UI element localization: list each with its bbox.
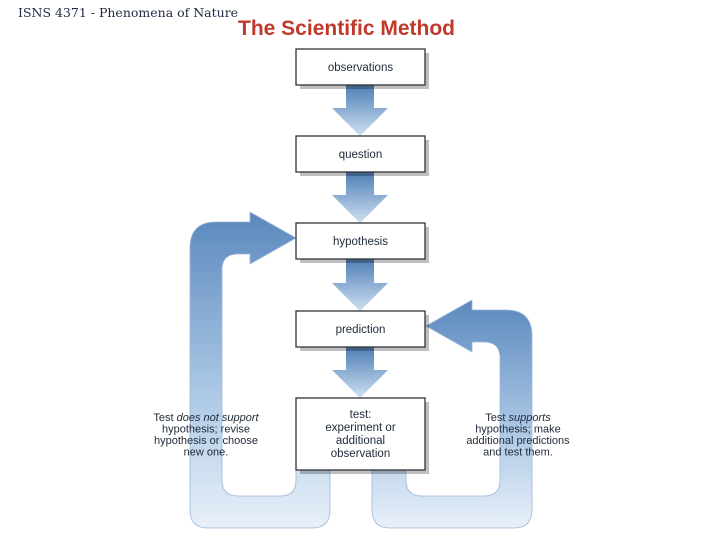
step-label: observations — [328, 62, 393, 74]
step-label: additional — [336, 435, 385, 447]
down-arrow — [332, 85, 388, 136]
step-hypothesis: hypothesis — [295, 222, 429, 263]
down-arrow — [332, 259, 388, 311]
down-arrow — [332, 347, 388, 398]
step-observations: observations — [295, 48, 429, 89]
step-label: hypothesis — [333, 236, 388, 248]
caption-text: hypothesis; revise — [162, 424, 250, 436]
step-label: experiment or — [325, 422, 395, 434]
step-test: test: experiment or additional observati… — [295, 397, 429, 474]
down-arrow — [332, 172, 388, 223]
caption-text: hypothesis or choose — [154, 435, 258, 447]
caption-text: does not support — [177, 412, 260, 424]
step-prediction: prediction — [295, 310, 429, 351]
loop-arrow-right — [371, 299, 533, 529]
caption-text: hypothesis; make — [475, 424, 561, 436]
caption-text: new one. — [184, 447, 229, 459]
page-title: The Scientific Method — [238, 17, 456, 40]
loop-arrow-left — [189, 211, 331, 529]
caption-text: Test — [153, 412, 176, 424]
caption-text: supports — [509, 412, 552, 424]
caption-text: and test them. — [483, 447, 553, 459]
step-label: test: — [350, 409, 372, 421]
caption-text: Test — [485, 412, 508, 424]
step-label: question — [339, 149, 382, 161]
course-title: ISNS 4371 - Phenomena of Nature — [18, 5, 239, 20]
caption-text: additional predictions — [466, 435, 570, 447]
step-question: question — [295, 135, 429, 176]
step-label: prediction — [336, 324, 386, 336]
step-label: observation — [331, 448, 390, 460]
